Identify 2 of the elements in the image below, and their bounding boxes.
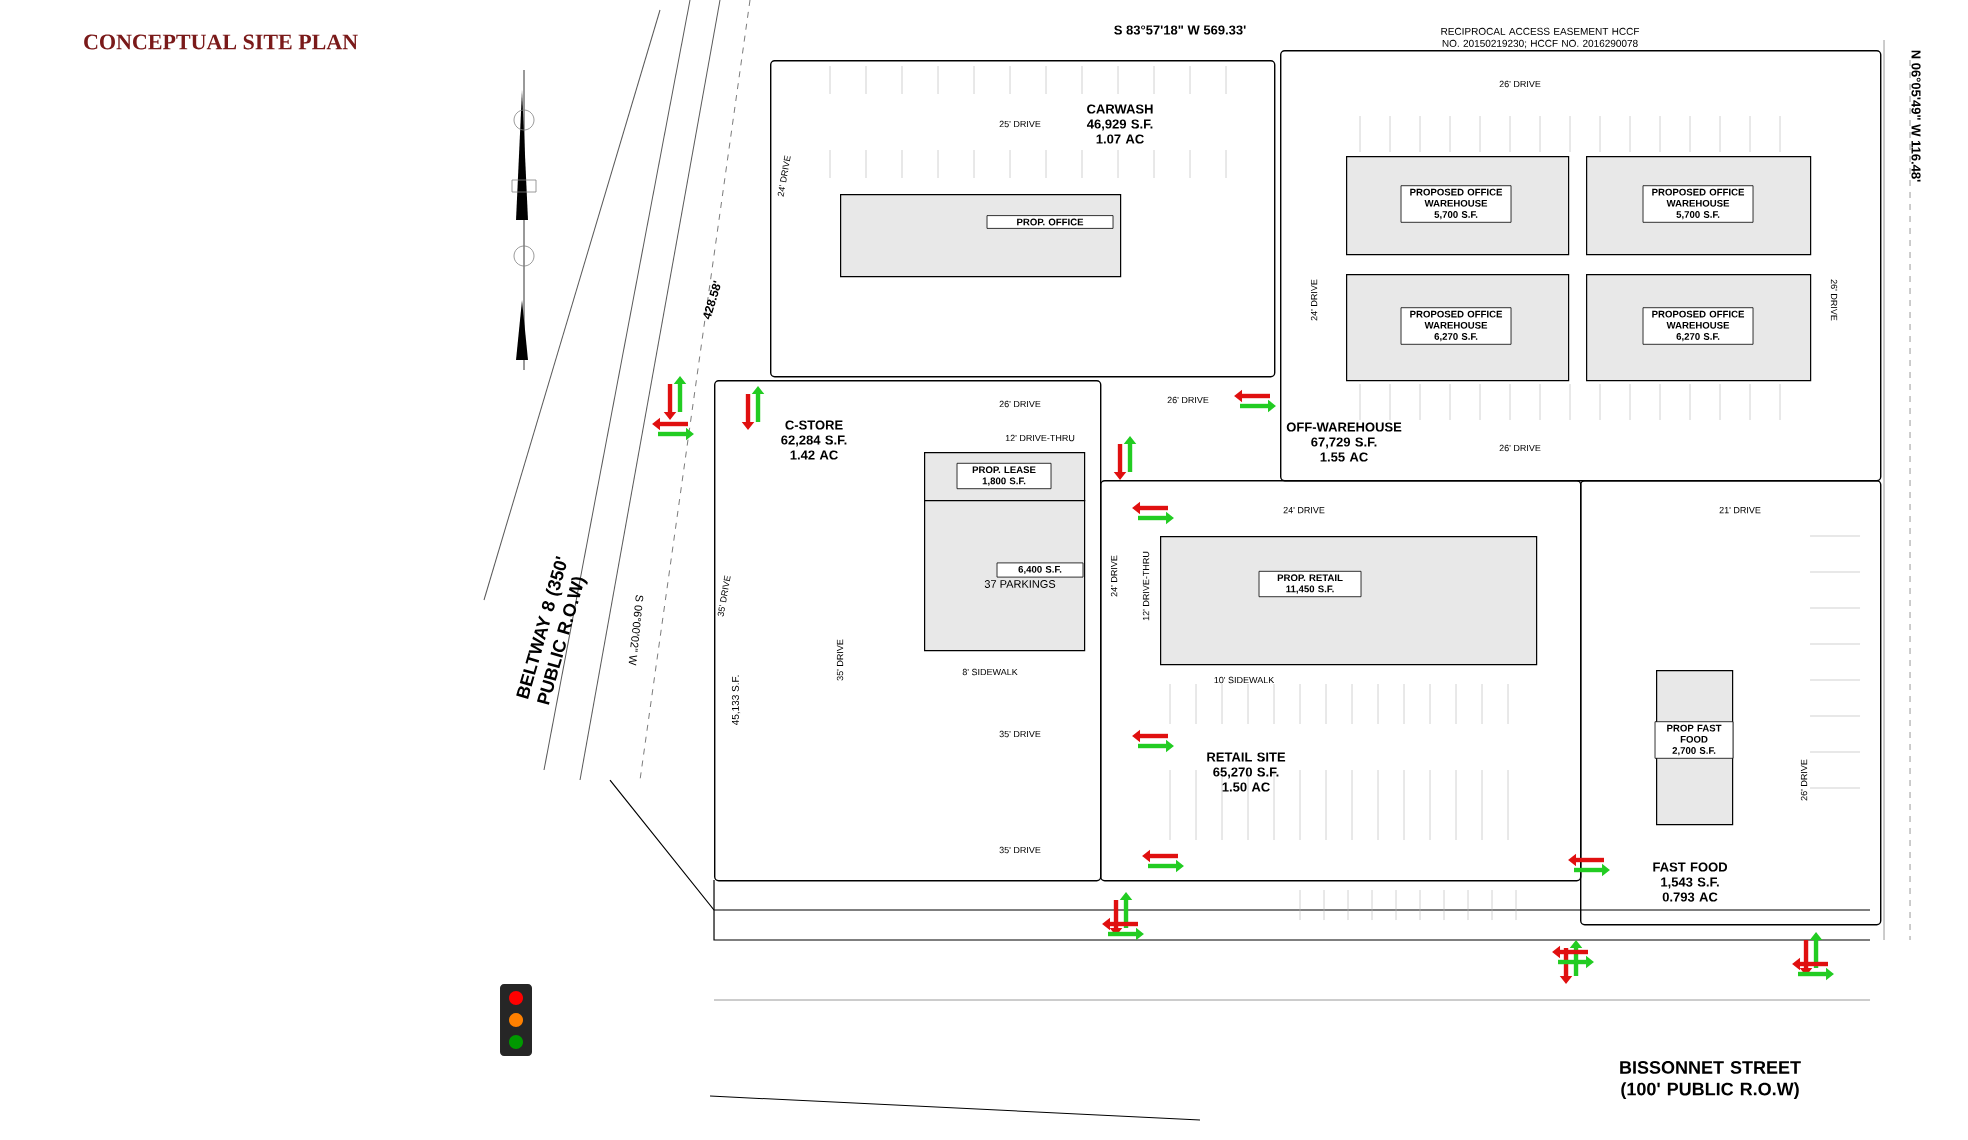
title: CONCEPTUAL SITE PLAN — [84, 34, 358, 50]
plan-label: BISSONNET STREET (100' PUBLIC R.O.W) — [1620, 1061, 1801, 1099]
